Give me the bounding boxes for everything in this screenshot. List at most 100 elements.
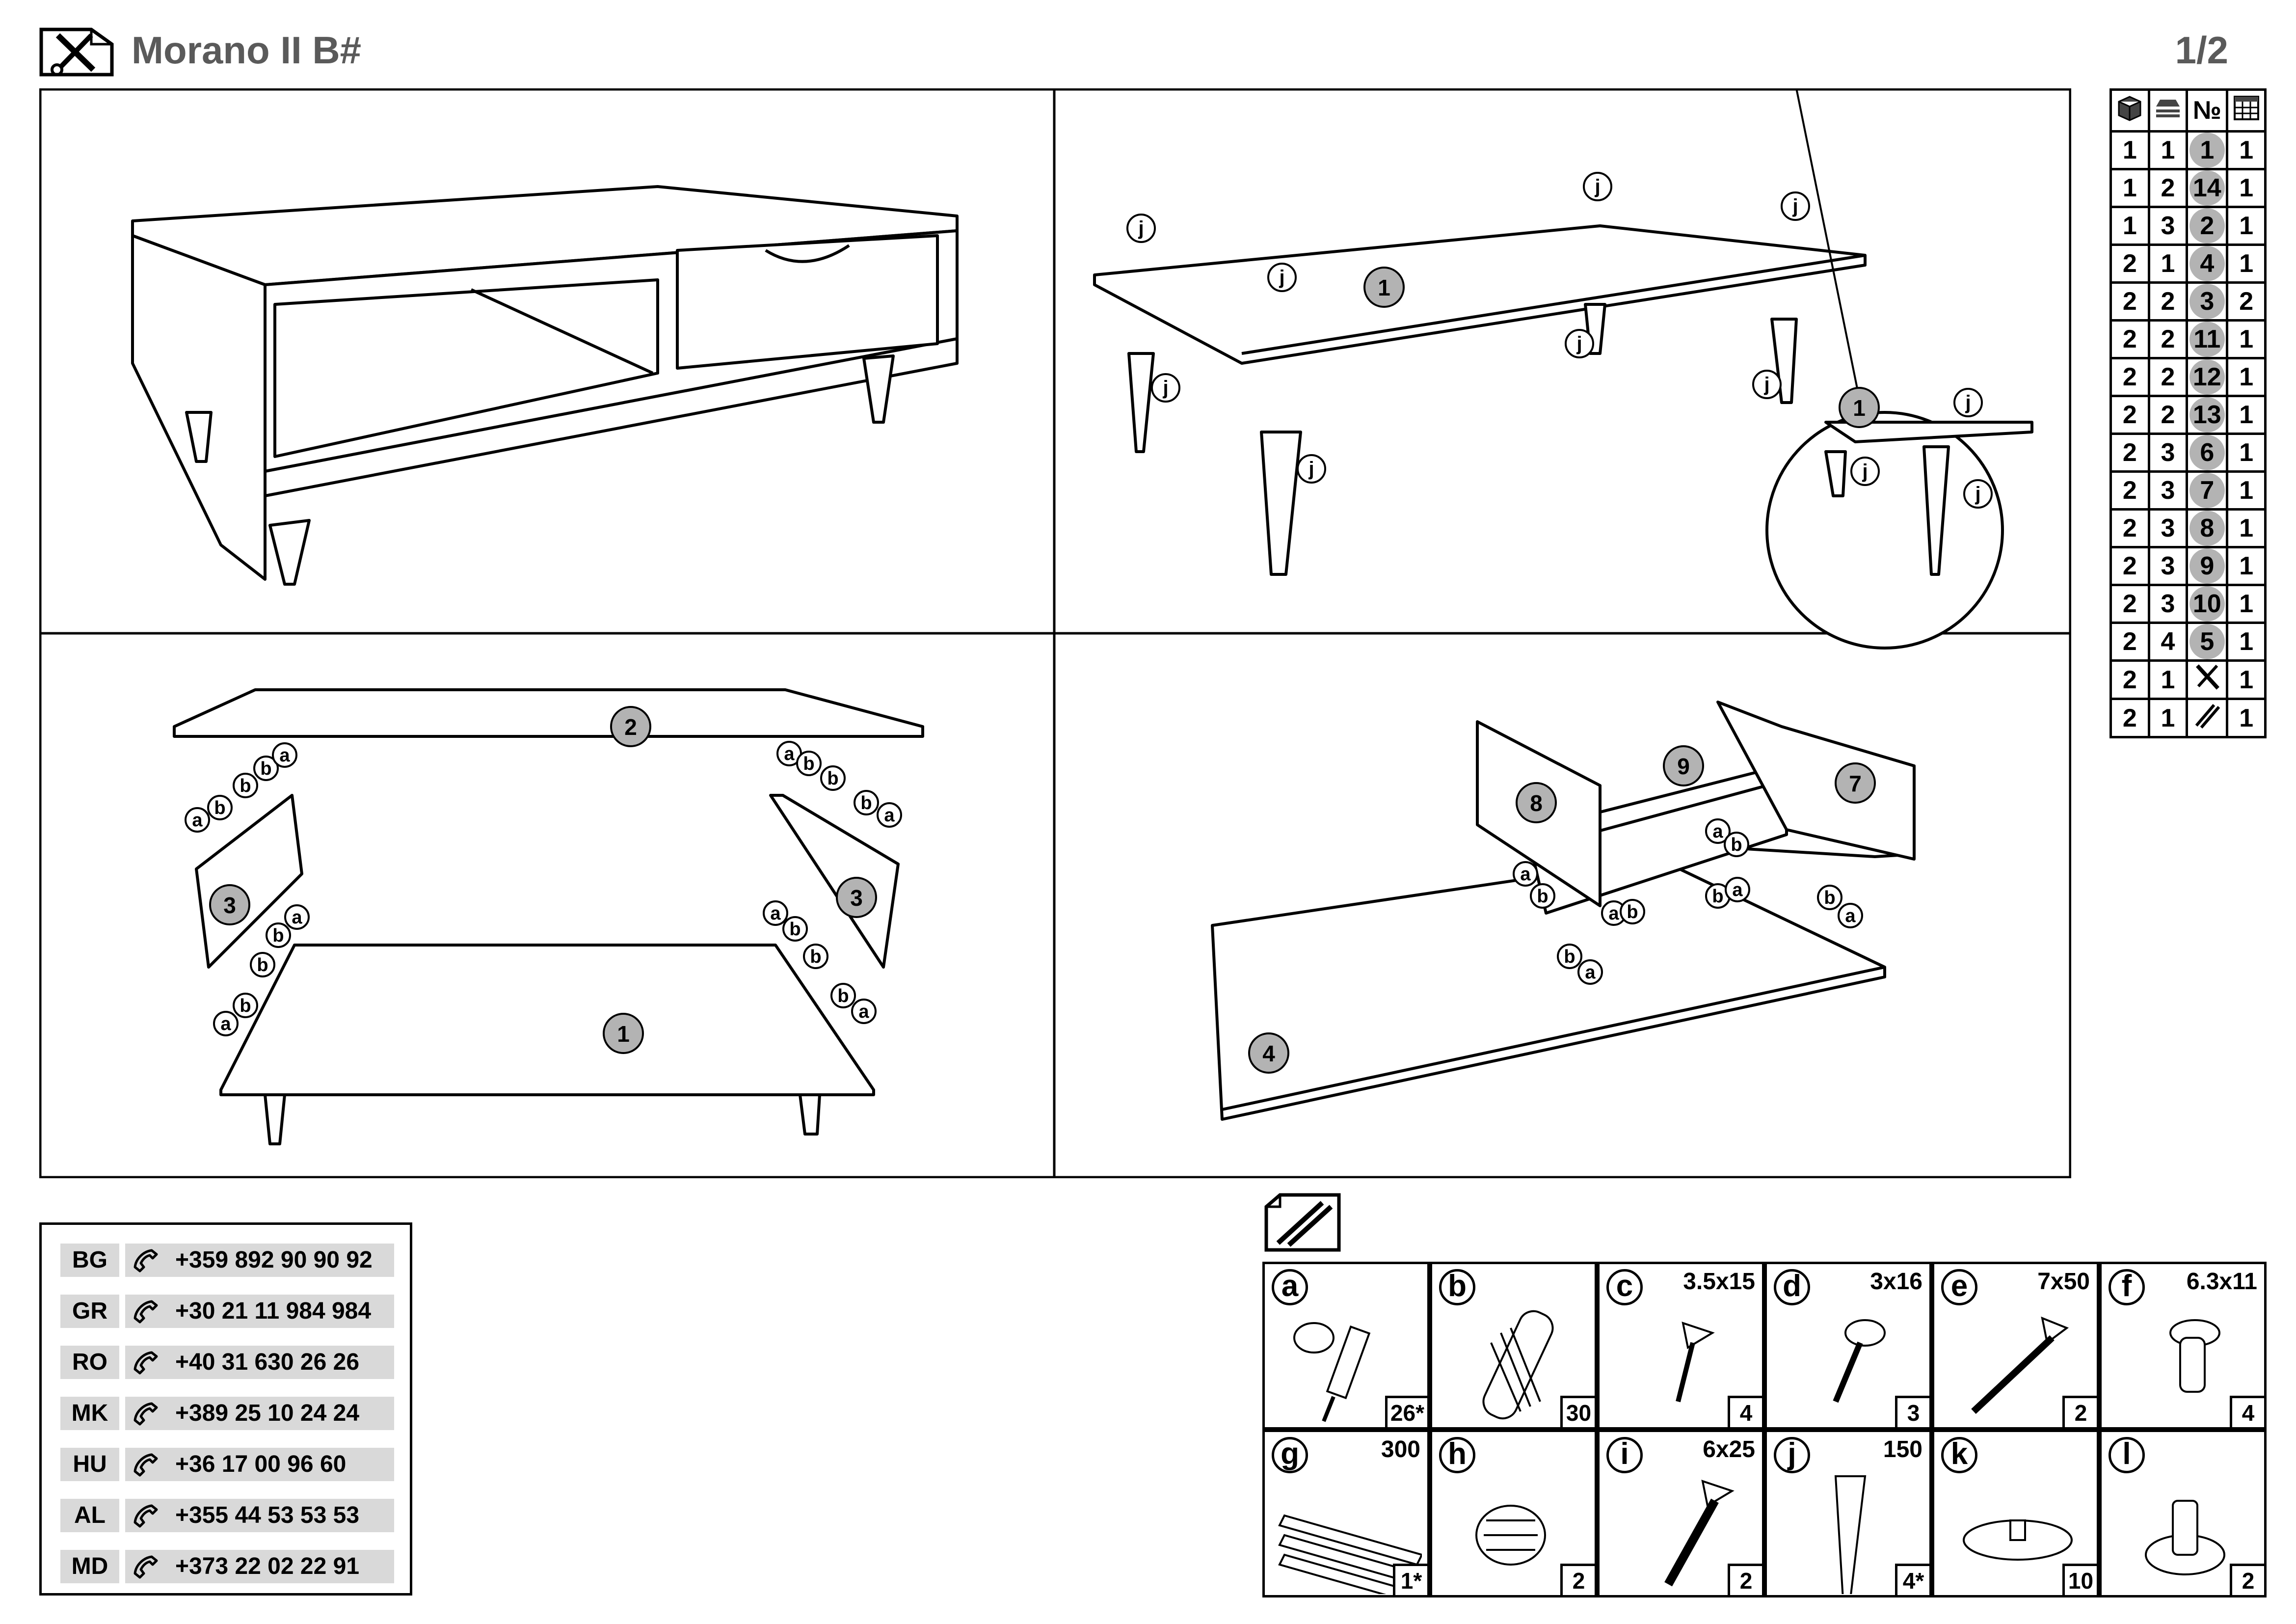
hardware-c-drawing	[1676, 1322, 1715, 1403]
part-number-cell	[2186, 698, 2229, 738]
phone-number: +355 44 53 53 53	[125, 1499, 394, 1532]
hardware-b-drawing	[1482, 1310, 1554, 1420]
quantity-cell: 1	[2226, 470, 2267, 511]
hardware-letter: l	[2109, 1437, 2145, 1473]
svg-text:a: a	[770, 903, 781, 924]
part-number-badge: 1	[2189, 133, 2225, 168]
box-cell: 2	[2109, 433, 2150, 473]
step-2-legs	[1093, 88, 2033, 650]
hardware-letter: a	[1272, 1269, 1308, 1305]
hardware-f-drawing	[2169, 1319, 2220, 1393]
svg-text:b: b	[803, 754, 814, 774]
svg-text:j: j	[1975, 483, 1980, 505]
box-cell: 3	[2147, 470, 2189, 511]
part-number-badge: 11	[2189, 322, 2225, 357]
part-number-cell: 5	[2186, 622, 2229, 662]
assembly-steps: 1 1 j j j j j j j j j j j	[39, 88, 2071, 1178]
svg-text:j: j	[1763, 374, 1769, 395]
hardware-size: 7x50	[2037, 1269, 2090, 1295]
hardware-i-drawing	[1664, 1480, 1735, 1587]
part-number-cell: 6	[2186, 433, 2229, 473]
hardware-k-drawing	[1963, 1519, 2073, 1561]
phone-icon	[133, 1249, 158, 1272]
svg-text:a: a	[1608, 903, 1619, 924]
country-code: RO	[60, 1346, 119, 1379]
hardware-letter: d	[1774, 1269, 1810, 1305]
box-cell: 2	[2147, 395, 2189, 435]
phone-icon	[133, 1453, 158, 1477]
box-cell: 2	[2109, 319, 2150, 359]
part-number-cell: 12	[2186, 357, 2229, 397]
box-cell: 1	[2109, 206, 2150, 246]
quantity-cell: 1	[2226, 395, 2267, 435]
quantity-cell: 1	[2226, 546, 2267, 586]
part-number-badge: 2	[2189, 208, 2225, 244]
svg-text:a: a	[1845, 906, 1856, 926]
svg-text:b: b	[810, 947, 821, 967]
phone-icon	[133, 1504, 158, 1528]
country-code: GR	[60, 1295, 119, 1328]
svg-text:4: 4	[1262, 1041, 1275, 1066]
svg-text:a: a	[858, 1001, 869, 1022]
box-cell: 2	[2147, 357, 2189, 397]
svg-text:1: 1	[1853, 395, 1866, 421]
hardware-letter: h	[1439, 1437, 1475, 1473]
phone-icon	[133, 1402, 158, 1426]
hardware-quantity: 2	[1560, 1564, 1595, 1595]
box-cell: 2	[2109, 395, 2150, 435]
parts-table-header: №	[2109, 88, 2267, 133]
box-cell: 2	[2147, 168, 2189, 208]
hardware-letter: i	[1606, 1437, 1643, 1473]
box-cell: 2	[2109, 622, 2150, 662]
quantity-cell: 1	[2226, 130, 2267, 170]
box-cell: 2	[2109, 470, 2150, 511]
hardware-quantity: 26*	[1385, 1396, 1427, 1427]
box-cell: 3	[2147, 433, 2189, 473]
part-number-cell: 7	[2186, 470, 2229, 511]
phone-number: +373 22 02 22 91	[125, 1550, 394, 1583]
part-number-badge: 12	[2189, 359, 2225, 395]
hardware-quantity: 2	[2062, 1396, 2097, 1427]
country-code: HU	[60, 1448, 119, 1481]
hardware-size: 150	[1883, 1436, 1922, 1462]
svg-text:b: b	[240, 996, 251, 1016]
phone-row: GR+30 21 11 984 984	[60, 1295, 394, 1328]
hardware-quantity: 4*	[1895, 1564, 1929, 1595]
quantity-cell: 2	[2226, 281, 2267, 322]
box-cell: 2	[2109, 244, 2150, 284]
quantity-cell: 1	[2226, 622, 2267, 662]
part-number-cell	[2186, 659, 2229, 700]
box-cell: 1	[2147, 698, 2189, 738]
svg-text:b: b	[260, 758, 271, 779]
svg-text:9: 9	[1677, 754, 1690, 779]
svg-text:j: j	[1576, 333, 1582, 354]
part-number-badge: 7	[2189, 473, 2225, 508]
svg-text:j: j	[1792, 195, 1798, 217]
svg-text:j: j	[1965, 392, 1971, 413]
svg-text:b: b	[240, 776, 251, 796]
box-cell: 2	[2109, 357, 2150, 397]
svg-text:a: a	[279, 745, 290, 766]
svg-text:b: b	[1824, 888, 1835, 908]
svg-text:b: b	[1537, 886, 1548, 907]
svg-text:2: 2	[624, 714, 637, 740]
svg-text:3: 3	[223, 893, 236, 918]
box-cell: 3	[2147, 206, 2189, 246]
hardware-letter: k	[1941, 1437, 1977, 1473]
box-cell: 2	[2109, 659, 2150, 700]
part-number-cell: 2	[2186, 206, 2229, 246]
part-number-cell: 10	[2186, 584, 2229, 624]
quantity-cell: 1	[2226, 319, 2267, 359]
hardware-quantity: 1*	[1393, 1564, 1427, 1595]
screws-icon	[1264, 1193, 1341, 1252]
